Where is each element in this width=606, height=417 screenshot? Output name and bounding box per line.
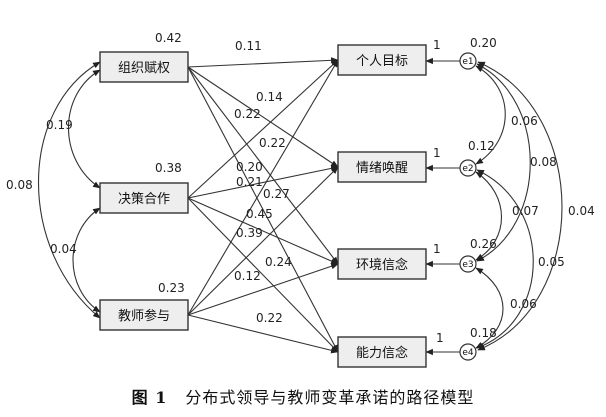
path-coef-l2-r1: 0.20: [236, 160, 263, 174]
left-node-label-l3: 教师参与: [118, 308, 170, 324]
right-node-box-r2: [337, 151, 427, 183]
path-arrow-l3-r3: [187, 263, 339, 316]
error-label-e3: e3: [462, 260, 473, 270]
error-covariance-coef-e1-e2: 0.06: [511, 114, 538, 128]
path-arrow-l1-r2: [187, 66, 339, 168]
error-variance-e3: 0.26: [470, 237, 497, 251]
path-coef-l1-r3: 0.22: [234, 107, 261, 121]
path-arrow-l2-r3: [187, 197, 339, 265]
error-covariance-arc-e2-e4: [476, 169, 534, 349]
right-node-label-r4: 能力信念: [356, 345, 408, 361]
covariance-coef-l1-l3: 0.08: [6, 178, 33, 192]
path-coef-l2-r2: 0.21: [236, 175, 263, 189]
path-arrow-l3-r2: [187, 166, 339, 316]
path-arrow-l2-r4: [187, 197, 339, 353]
covariance-arc-l1-l2: [68, 69, 101, 189]
right-node-label-r1: 个人目标: [356, 54, 408, 69]
error-covariance-arc-e2-e3: [475, 171, 503, 261]
path-coef-l2-r3: 0.27: [263, 187, 290, 201]
error-covariance-coef-e3-e4: 0.06: [510, 297, 537, 311]
error-covariance-coef-e1-e3: 0.08: [530, 155, 557, 169]
path-arrow-l1-r4: [187, 66, 339, 353]
path-arrow-l3-r1: [187, 59, 339, 316]
path-arrow-l2-r1: [187, 59, 339, 199]
left-node-label-l2: 决策合作: [118, 191, 170, 207]
path-layer: [187, 57, 460, 356]
error-fixed-loading-e3: 1: [433, 242, 441, 256]
right-node-box-r1: [337, 44, 427, 76]
path-coef-l3-r3: 0.12: [234, 269, 261, 283]
error-variance-e2: 0.12: [468, 139, 495, 153]
error-covariance-coef-e1-e4: 0.04: [568, 204, 595, 218]
error-variance-e1: 0.20: [470, 36, 497, 50]
figure-title: 分布式领导与教师变革承诺的路径模型: [185, 388, 475, 407]
left-node-variance-l1: 0.42: [155, 31, 182, 45]
error-covariance-coef-e2-e4: 0.05: [538, 255, 565, 269]
error-label-e1: e1: [462, 57, 473, 67]
left-node-box-l1: [99, 51, 189, 83]
right-node-label-r3: 环境信念: [356, 257, 408, 273]
figure-caption: 图 1 分布式领导与教师变革承诺的路径模型: [0, 384, 606, 408]
error-circle-e1: [459, 52, 477, 70]
path-coef-l1-r1: 0.11: [235, 39, 262, 53]
error-variance-e4: 0.18: [470, 326, 497, 340]
path-arrow-l1-r3: [187, 66, 339, 265]
path-coef-l2-r4: 0.45: [246, 207, 273, 221]
path-coef-l1-r4: 0.22: [259, 136, 286, 150]
path-coef-l3-r4: 0.22: [256, 311, 283, 325]
left-node-label-l1: 组织赋权: [118, 60, 170, 76]
path-arrow-l2-r2: [187, 165, 339, 199]
path-arrow-l3-r4: [187, 314, 339, 354]
right-node-box-r4: [337, 336, 427, 368]
path-coef-l3-r2: 0.24: [265, 255, 292, 269]
path-coef-l1-r2: 0.14: [256, 90, 283, 104]
error-circle-e4: [459, 343, 477, 361]
left-node-box-l2: [99, 182, 189, 214]
covariance-coef-l2-l3: 0.04: [50, 242, 77, 256]
error-covariance-arc-e3-e4: [475, 267, 504, 349]
label-layer: 0.19 0.04 0.08 0.06 0.08 0.04 0.07 0.05 0.06 0.11…: [6, 31, 595, 345]
left-node-variance-l2: 0.38: [155, 161, 182, 175]
covariance-arc-l1-l3: [38, 61, 101, 319]
left-node-variance-l3: 0.23: [158, 281, 185, 295]
covariance-arc-l2-l3: [72, 207, 101, 313]
error-circle-e2: [459, 159, 477, 177]
error-label-e4: e4: [462, 348, 474, 358]
path-arrow-l1-r1: [187, 57, 339, 68]
error-covariance-arc-e1-e3: [476, 63, 531, 262]
covariance-layer: [38, 61, 563, 351]
right-node-label-r2: 情绪唤醒: [356, 161, 408, 176]
figure-number: 图 1: [131, 388, 168, 407]
left-node-box-l3: [99, 299, 189, 331]
error-covariance-coef-e2-e3: 0.07: [512, 204, 539, 218]
error-label-e2: e2: [462, 164, 473, 174]
error-fixed-loading-e1: 1: [433, 38, 441, 52]
error-covariance-arc-e1-e2: [475, 65, 506, 165]
error-fixed-loading-e4: 1: [436, 331, 444, 345]
error-circle-e3: [459, 255, 477, 273]
right-node-box-r3: [337, 248, 427, 280]
covariance-coef-l1-l2: 0.19: [46, 118, 73, 132]
path-coef-l3-r1: 0.39: [236, 226, 263, 240]
error-fixed-loading-e2: 1: [433, 146, 441, 160]
error-covariance-arc-e1-e4: [477, 61, 563, 351]
